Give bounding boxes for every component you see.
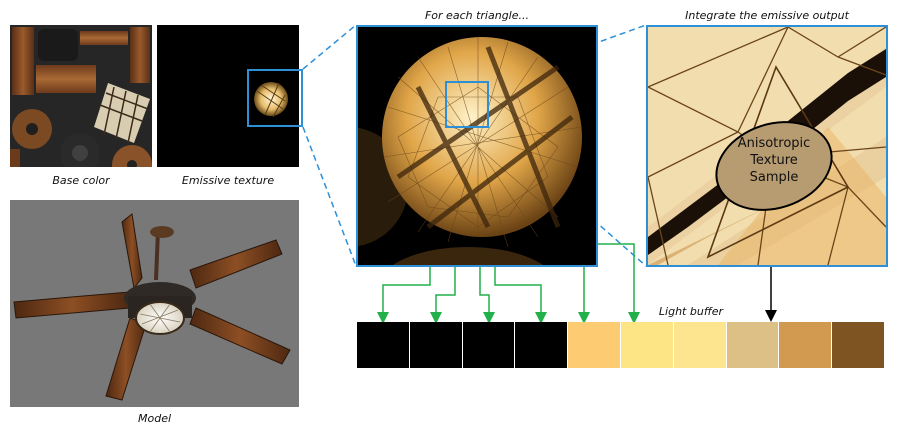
triangle-sphere-panel <box>356 25 598 267</box>
arrow-1 <box>377 260 431 324</box>
sample-label-line-2: Texture <box>750 153 798 168</box>
light-buffer-cell <box>673 322 726 368</box>
light-buffer-cell <box>832 322 884 368</box>
emissive-texture-caption: Emissive texture <box>181 174 275 187</box>
integrate-caption: Integrate the emissive output <box>685 9 849 22</box>
light-buffer-cell <box>726 322 779 368</box>
light-buffer-caption: Light buffer <box>658 305 724 318</box>
light-buffer-cell <box>357 322 409 368</box>
light-buffer-cell <box>621 322 673 368</box>
anisotropic-sample-label: Anisotropic Texture Sample <box>714 135 834 186</box>
model-render <box>10 200 299 407</box>
arrow-2 <box>430 255 456 324</box>
emissive-highlight-box <box>247 69 303 127</box>
dashed-connector-left <box>302 24 357 267</box>
light-buffer-cell <box>779 322 832 368</box>
sample-highlight-box <box>445 81 489 128</box>
sample-label-line-1: Anisotropic <box>737 136 811 151</box>
zoom-panel: Anisotropic Texture Sample <box>646 25 888 267</box>
emissive-texture <box>157 25 299 167</box>
light-buffer-cell <box>568 322 620 368</box>
light-buffer-cell <box>409 322 462 368</box>
light-buffer-cell <box>462 322 515 368</box>
arrow-4 <box>494 260 547 324</box>
base-color-caption: Base color <box>52 174 110 187</box>
sample-label-line-3: Sample <box>749 170 799 185</box>
base-color-texture <box>10 25 152 167</box>
light-buffer-cell <box>515 322 568 368</box>
model-caption: Model <box>137 412 172 425</box>
arrow-3 <box>479 260 495 324</box>
for-each-triangle-caption: For each triangle... <box>424 9 529 22</box>
